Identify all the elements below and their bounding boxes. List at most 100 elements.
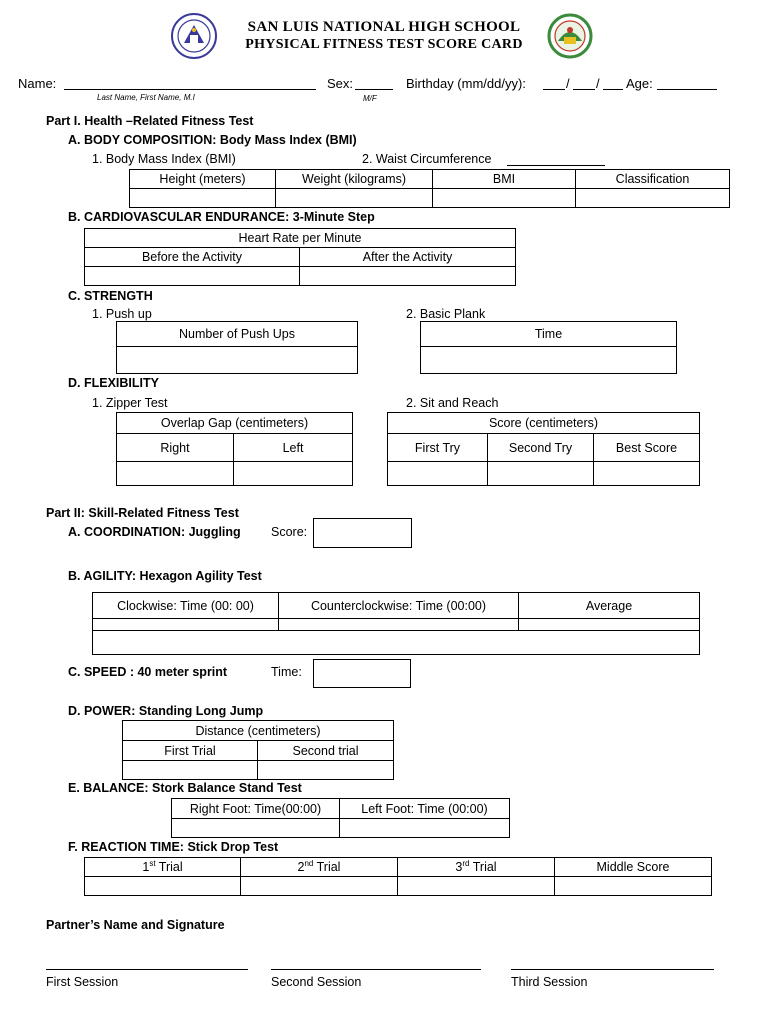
birthday-label: Birthday (mm/dd/yy): (406, 76, 526, 91)
right-foot-header: Right Foot: Time(00:00) (171, 798, 340, 819)
name-label: Name: (18, 76, 57, 91)
distance-header: Distance (centimeters) (121, 720, 395, 741)
first-trial-header: First Trial (122, 740, 258, 761)
classification-header: Classification (575, 169, 730, 189)
part1-title: Part I. Health –Related Fitness Test (46, 114, 254, 128)
birthday-month-field[interactable] (543, 77, 565, 90)
classification-cell[interactable] (575, 188, 730, 208)
left-foot-cell[interactable] (339, 818, 510, 838)
after-activity-header: After the Activity (298, 247, 517, 267)
second-session-label: Second Session (271, 975, 362, 989)
heart-rate-header: Heart Rate per Minute (83, 228, 517, 248)
stork-table: Right Foot: Time(00:00) Left Foot: Time … (171, 798, 510, 838)
agility-title: B. AGILITY: Hexagon Agility Test (68, 569, 262, 583)
sex-label: Sex: (327, 76, 354, 91)
first-trial-cell[interactable] (122, 760, 258, 780)
age-field[interactable] (657, 77, 717, 90)
sit-reach-score-header: Score (centimeters) (387, 412, 700, 434)
second-trial-header: Second trial (256, 740, 395, 761)
school-seal-icon (547, 13, 593, 59)
second-try-header: Second Try (487, 433, 594, 462)
trial-2-cell[interactable] (240, 876, 398, 896)
juggling-score-box[interactable] (313, 518, 412, 548)
birthday-day-field[interactable] (573, 77, 595, 90)
bmi-header: BMI (432, 169, 576, 189)
pushup-header: Number of Push Ups (116, 321, 358, 347)
heart-rate-table: Heart Rate per Minute Before the Activit… (83, 228, 517, 286)
name-hint: Last Name, First Name, M.I (97, 93, 195, 102)
right-foot-cell[interactable] (171, 818, 340, 838)
sprint-time-label: Time: (271, 665, 302, 679)
birthday-sep: / (566, 76, 570, 91)
partner-signature-title: Partner’s Name and Signature (46, 918, 225, 932)
bmi-subtitle: 1. Body Mass Index (BMI) (92, 152, 236, 166)
birthday-sep: / (596, 76, 600, 91)
waist-subtitle: 2. Waist Circumference (362, 152, 492, 166)
trial-2-header: 2nd Trial (240, 857, 398, 877)
average-header: Average (518, 592, 700, 619)
pushup-table: Number of Push Ups (116, 321, 358, 374)
overlap-gap-header: Overlap Gap (centimeters) (116, 412, 353, 434)
flexibility-title: D. FLEXIBILITY (68, 376, 159, 390)
coordination-title: A. COORDINATION: Juggling (68, 525, 241, 539)
first-try-header: First Try (387, 433, 488, 462)
speed-title: C. SPEED : 40 meter sprint (68, 665, 228, 679)
second-session-line[interactable] (271, 969, 481, 970)
school-name: SAN LUIS NATIONAL HIGH SCHOOL (247, 19, 521, 35)
weight-cell[interactable] (275, 188, 433, 208)
pushup-subtitle: 1. Push up (92, 307, 152, 321)
trial-1-cell[interactable] (84, 876, 241, 896)
counterclockwise-header: Counterclockwise: Time (00:00) (278, 592, 519, 619)
clockwise-header: Clockwise: Time (00: 00) (92, 592, 279, 619)
pushup-cell[interactable] (116, 346, 358, 374)
plank-subtitle: 2. Basic Plank (406, 307, 486, 321)
zipper-left-cell[interactable] (233, 461, 353, 486)
plank-header: Time (420, 321, 677, 347)
reaction-title: F. REACTION TIME: Stick Drop Test (68, 840, 279, 854)
sprint-time-box[interactable] (313, 659, 411, 688)
second-trial-cell[interactable] (256, 760, 395, 780)
hexagon-table: Clockwise: Time (00: 00) Counterclockwis… (92, 592, 700, 655)
sex-field[interactable] (355, 77, 393, 90)
best-score-header: Best Score (593, 433, 700, 462)
left-foot-header: Left Foot: Time (00:00) (339, 798, 510, 819)
strength-title: C. STRENGTH (68, 289, 153, 303)
card-title: PHYSICAL FITNESS TEST SCORE CARD (245, 37, 523, 52)
balance-title: E. BALANCE: Stork Balance Stand Test (68, 781, 302, 795)
zipper-right-header: Right (116, 433, 234, 462)
third-session-label: Third Session (511, 975, 588, 989)
middle-score-cell[interactable] (554, 876, 712, 896)
juggling-score-label: Score: (271, 525, 308, 539)
body-composition-title: A. BODY COMPOSITION: Body Mass Index (BM… (68, 133, 357, 147)
zipper-right-cell[interactable] (116, 461, 234, 486)
before-activity-cell[interactable] (84, 266, 300, 286)
first-session-label: First Session (46, 975, 119, 989)
trial-1-header: 1st Trial (84, 857, 241, 877)
bmi-table: Height (meters) Weight (kilograms) BMI C… (129, 169, 730, 208)
part2-title: Part II: Skill-Related Fitness Test (46, 506, 239, 520)
middle-score-header: Middle Score (554, 857, 712, 877)
power-title: D. POWER: Standing Long Jump (68, 704, 264, 718)
third-session-line[interactable] (511, 969, 714, 970)
plank-cell[interactable] (420, 346, 677, 374)
age-label: Age: (626, 76, 653, 91)
first-try-cell[interactable] (387, 461, 488, 486)
birthday-year-field[interactable] (603, 77, 623, 90)
height-cell[interactable] (129, 188, 276, 208)
cardio-title: B. CARDIOVASCULAR ENDURANCE: 3-Minute St… (68, 210, 375, 224)
after-activity-cell[interactable] (298, 266, 517, 286)
sit-reach-subtitle: 2. Sit and Reach (406, 396, 499, 410)
trial-3-cell[interactable] (397, 876, 555, 896)
deped-seal-icon (171, 13, 217, 59)
name-field[interactable] (64, 77, 316, 90)
waist-field[interactable] (507, 153, 605, 166)
hexagon-values-cell[interactable] (92, 630, 700, 655)
bmi-cell[interactable] (432, 188, 576, 208)
best-score-cell[interactable] (593, 461, 700, 486)
sex-hint: M/F (363, 94, 377, 103)
first-session-line[interactable] (46, 969, 248, 970)
second-try-cell[interactable] (487, 461, 594, 486)
height-header: Height (meters) (129, 169, 276, 189)
long-jump-table: Distance (centimeters) First Trial Secon… (121, 720, 395, 780)
before-activity-header: Before the Activity (84, 247, 300, 267)
